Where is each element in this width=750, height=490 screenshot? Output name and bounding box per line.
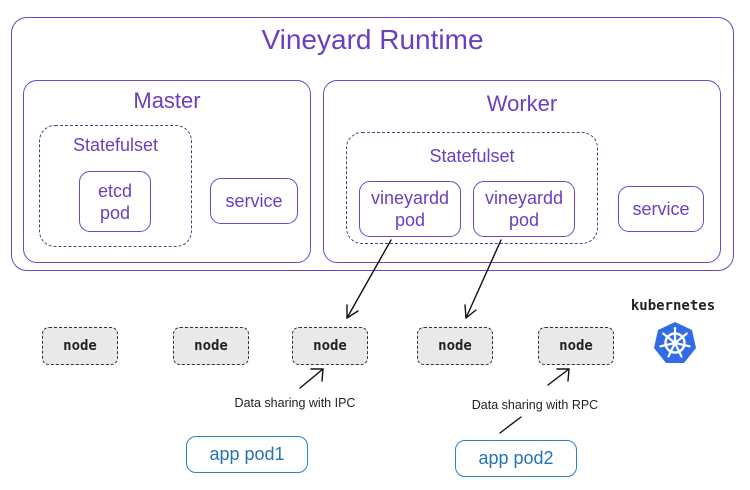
- worker-title: Worker: [486, 91, 558, 116]
- node-1: node: [42, 327, 118, 365]
- master-title: Master: [133, 88, 201, 113]
- worker-statefulset-label: Statefulset: [429, 146, 515, 166]
- connector-app2-caption: [499, 416, 522, 434]
- kubernetes-helm-icon: [652, 320, 698, 366]
- node-3: node: [292, 327, 368, 365]
- worker-statefulset: [346, 132, 598, 244]
- arrow-vineyardd1-to-node: [346, 239, 392, 319]
- vineyardd-pod-1: vineyardd pod: [359, 181, 461, 237]
- ipc-caption: Data sharing with IPC: [234, 396, 356, 410]
- vineyardd-pod-2: vineyardd pod: [473, 181, 575, 237]
- worker-service: service: [618, 186, 704, 232]
- rpc-caption: Data sharing with RPC: [471, 398, 599, 412]
- master-container: [23, 80, 311, 263]
- kubernetes-label: kubernetes: [630, 298, 716, 314]
- arrow-ipc-to-node: [299, 368, 324, 389]
- app-pod-1: app pod1: [186, 436, 308, 473]
- app-pod-2: app pod2: [455, 440, 577, 477]
- node-2: node: [173, 327, 249, 365]
- arrow-vineyardd2-to-node: [464, 239, 502, 319]
- node-5: node: [538, 327, 614, 365]
- master-statefulset: [39, 125, 192, 247]
- node-4: node: [417, 327, 493, 365]
- master-service: service: [210, 178, 298, 224]
- arrow-rpc-to-node: [547, 368, 570, 386]
- etcd-pod: etcd pod: [79, 171, 151, 232]
- master-statefulset-label: Statefulset: [72, 135, 159, 155]
- runtime-title: Vineyard Runtime: [261, 24, 484, 55]
